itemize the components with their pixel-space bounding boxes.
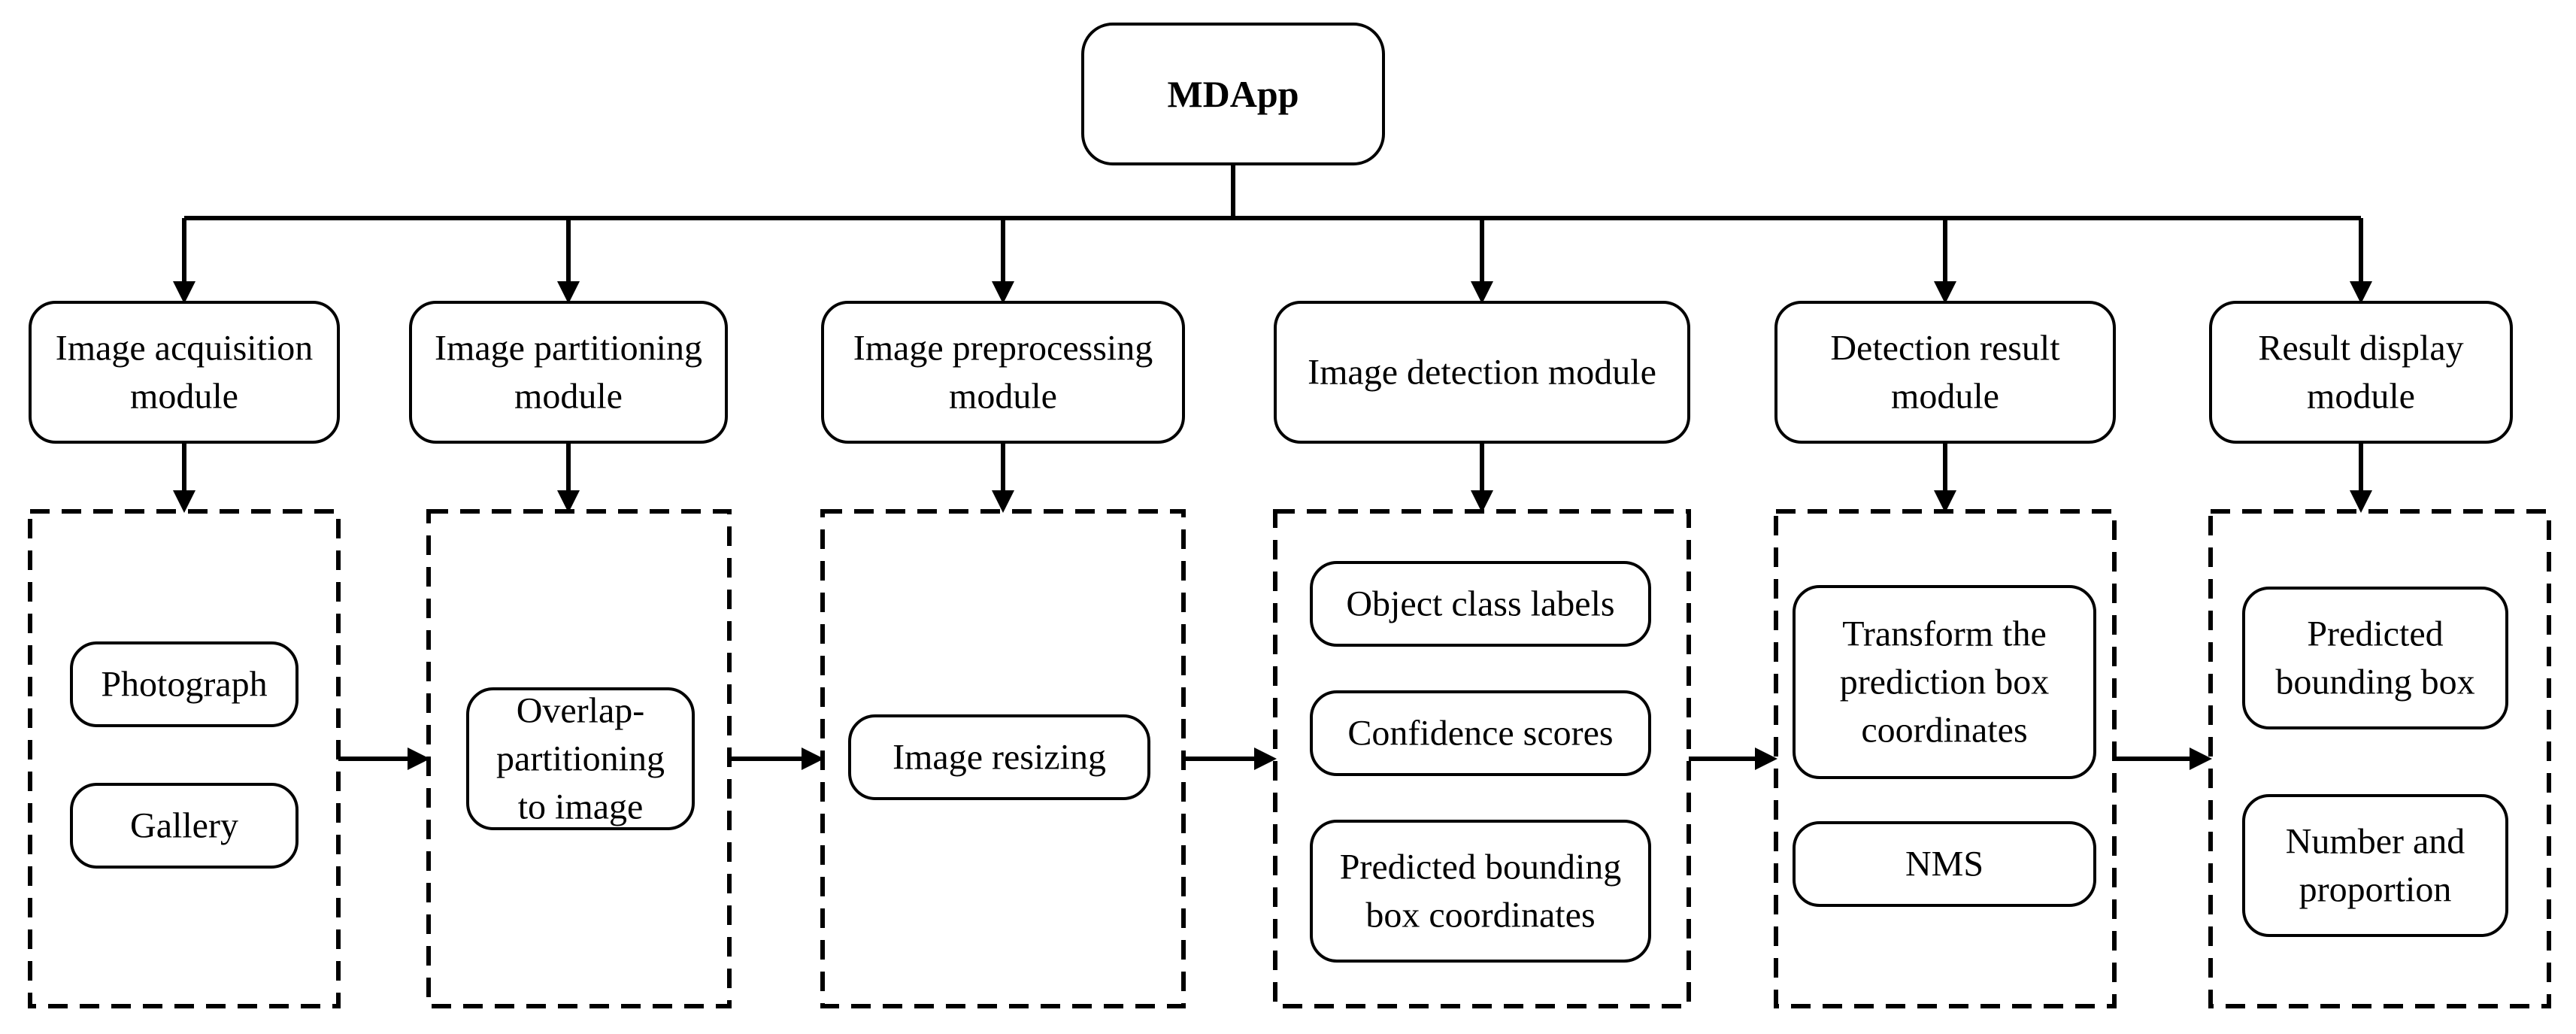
result-display-item-box bbox=[2242, 587, 2508, 729]
partitioning-item-label-line: partitioning bbox=[496, 739, 665, 779]
acquisition-item-label-line: Photograph bbox=[101, 665, 267, 705]
result-display-module-label-line: Result display bbox=[2258, 329, 2463, 368]
detection-item-label-line: Object class labels bbox=[1346, 584, 1614, 624]
preprocessing-item-box bbox=[848, 714, 1150, 800]
result-display-item-label-line: bounding box bbox=[2275, 663, 2474, 702]
preprocessing-module-label-line: module bbox=[949, 377, 1057, 417]
detection-result-item-label-line: coordinates bbox=[1861, 711, 2027, 750]
detection-item-box bbox=[1310, 820, 1651, 963]
detection-item-box bbox=[1310, 690, 1651, 776]
result-display-item-label-line: Number and bbox=[2286, 822, 2465, 862]
result-display-module: Result display module bbox=[2209, 301, 2513, 444]
detection-item-box bbox=[1310, 561, 1651, 647]
root-box bbox=[1081, 23, 1385, 165]
acquisition-item-box bbox=[70, 641, 299, 727]
detection-result-item-label-line: prediction box bbox=[1840, 663, 2050, 702]
result-display-item-label-line: Predicted bbox=[2307, 614, 2443, 654]
partitioning-module-box bbox=[409, 301, 728, 444]
acquisition-module: Image acquisition module bbox=[29, 301, 340, 444]
result-display-module-box bbox=[2209, 301, 2513, 444]
acquisition-item: Gallery bbox=[70, 783, 299, 869]
detection-item-label-line: Predicted bounding bbox=[1340, 848, 1622, 887]
acquisition-module-box bbox=[29, 301, 340, 444]
detection-item: Object class labels bbox=[1310, 561, 1651, 647]
root-label: MDApp bbox=[1167, 73, 1299, 115]
detection-module: Image detection module bbox=[1274, 301, 1690, 444]
result-display-group-border bbox=[2208, 509, 2551, 1008]
acquisition-module-label-line: module bbox=[130, 377, 238, 417]
acquisition-item-box bbox=[70, 783, 299, 869]
acquisition-module-label-line: Image acquisition bbox=[56, 329, 314, 368]
preprocessing-module-box bbox=[821, 301, 1185, 444]
partitioning-item: Overlap-partitioning to image bbox=[466, 687, 695, 830]
result-display-item-label-line: proportion bbox=[2299, 870, 2452, 910]
acquisition-item: Photograph bbox=[70, 641, 299, 727]
detection-result-item-box bbox=[1793, 821, 2096, 907]
detection-module-box bbox=[1274, 301, 1690, 444]
detection-result-module-box bbox=[1774, 301, 2116, 444]
detection-result-module: Detection result module bbox=[1774, 301, 2116, 444]
detection-result-group-border bbox=[1774, 509, 2117, 1008]
detection-result-module-label-line: module bbox=[1891, 377, 1999, 417]
detection-item-label-line: box coordinates bbox=[1365, 896, 1595, 935]
detection-result-item-label-line: Transform the bbox=[1842, 614, 2047, 654]
detection-item: Confidence scores bbox=[1310, 690, 1651, 776]
detection-result-module-label-line: Detection result bbox=[1830, 329, 2060, 368]
partitioning-item-box bbox=[466, 687, 695, 830]
detection-module-label-line: Image detection module bbox=[1308, 353, 1656, 393]
partitioning-module-label-line: module bbox=[514, 377, 623, 417]
root-node: MDApp bbox=[1081, 23, 1385, 165]
connectors bbox=[173, 164, 2372, 770]
result-display-item-box bbox=[2242, 794, 2508, 937]
preprocessing-module-label-line: Image preprocessing bbox=[853, 329, 1153, 368]
detection-item: Predicted bounding box coordinates bbox=[1310, 820, 1651, 963]
preprocessing-item-label-line: Image resizing bbox=[893, 738, 1106, 778]
detection-result-group: Transform the prediction box coordinatesNM… bbox=[1774, 509, 2117, 1008]
detection-item-label-line: Confidence scores bbox=[1347, 714, 1613, 754]
partitioning-group-border bbox=[426, 509, 732, 1008]
acquisition-group-border bbox=[28, 509, 341, 1008]
result-display-item: Predicted bounding box bbox=[2242, 587, 2508, 729]
detection-result-item: Transform the prediction box coordinates bbox=[1793, 585, 2096, 779]
acquisition-item-label-line: Gallery bbox=[130, 806, 238, 846]
preprocessing-group: Image resizing bbox=[820, 509, 1186, 1008]
preprocessing-group-border bbox=[820, 509, 1186, 1008]
detection-result-item: NMS bbox=[1793, 821, 2096, 907]
partitioning-module-label-line: Image partitioning bbox=[435, 329, 702, 368]
result-display-item: Number and proportion bbox=[2242, 794, 2508, 937]
partitioning-group: Overlap-partitioning to image bbox=[426, 509, 732, 1008]
partitioning-item-label-line: to image bbox=[518, 787, 644, 827]
detection-result-item-label-line: NMS bbox=[1905, 844, 1984, 884]
result-display-module-label-line: module bbox=[2307, 377, 2415, 417]
preprocessing-module: Image preprocessing module bbox=[821, 301, 1185, 444]
detection-result-item-box bbox=[1793, 585, 2096, 779]
detection-group-border bbox=[1273, 509, 1691, 1008]
preprocessing-item: Image resizing bbox=[848, 714, 1150, 800]
partitioning-item-label-line: Overlap- bbox=[517, 691, 645, 731]
partitioning-module: Image partitioning module bbox=[409, 301, 728, 444]
